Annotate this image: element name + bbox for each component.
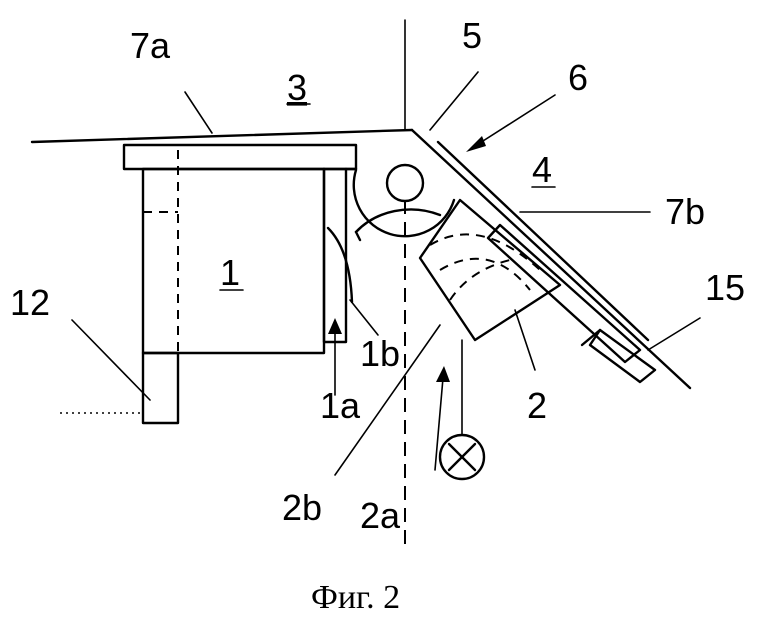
leader-1b bbox=[349, 299, 379, 336]
leader-15 bbox=[647, 317, 701, 351]
pivot-housing-arc bbox=[352, 168, 456, 238]
rotation-symbol-x-b bbox=[447, 442, 477, 472]
top-plate-line-7a bbox=[30, 128, 414, 144]
element-15 bbox=[588, 328, 657, 384]
pivot-lower-arc-end bbox=[354, 230, 362, 242]
arrow-6-head bbox=[466, 136, 486, 152]
label-1a: 1a bbox=[320, 385, 361, 426]
label-2b: 2b bbox=[282, 487, 322, 528]
element-15-link bbox=[580, 328, 602, 347]
label-7a: 7a bbox=[130, 25, 171, 66]
label-1: 1 bbox=[220, 252, 240, 293]
curve-1b bbox=[326, 226, 354, 304]
figure-caption: Фиг. 2 bbox=[311, 579, 400, 616]
label-5: 5 bbox=[462, 15, 482, 56]
block-2-dashed-curve-c bbox=[449, 259, 511, 301]
arrow-2a-head bbox=[436, 366, 450, 382]
guide-strip bbox=[486, 223, 642, 364]
leg-12 bbox=[141, 351, 180, 425]
pivot-circle-5 bbox=[385, 163, 425, 203]
label-7b: 7b bbox=[665, 191, 705, 232]
block-2-dashed-curve-a bbox=[429, 233, 541, 271]
inclined-plate-line-7b bbox=[410, 128, 692, 390]
leader-2b bbox=[334, 324, 441, 476]
label-15: 15 bbox=[705, 267, 745, 308]
top-plate-body bbox=[122, 143, 358, 171]
block-2 bbox=[418, 198, 562, 342]
leader-7a bbox=[184, 91, 213, 134]
block-2-dashed-curve-b bbox=[439, 257, 531, 291]
label-2a: 2a bbox=[360, 495, 401, 536]
label-2: 2 bbox=[527, 385, 547, 426]
arrow-2a-shaft bbox=[434, 377, 444, 471]
arrow-1a-head bbox=[328, 318, 342, 334]
label-3: 3 bbox=[287, 67, 307, 108]
label-1b: 1b bbox=[360, 333, 400, 374]
label-6: 6 bbox=[568, 57, 588, 98]
arrow-6-shaft bbox=[471, 94, 556, 149]
label-4: 4 bbox=[532, 149, 552, 190]
block-1-side-slot bbox=[322, 167, 348, 344]
label-12: 12 bbox=[10, 282, 50, 323]
leader-5 bbox=[429, 71, 479, 131]
leader-12 bbox=[71, 319, 151, 401]
pivot-lower-arc bbox=[354, 208, 442, 234]
leader-2 bbox=[514, 309, 536, 371]
inclined-plate-inner-line bbox=[436, 140, 650, 342]
